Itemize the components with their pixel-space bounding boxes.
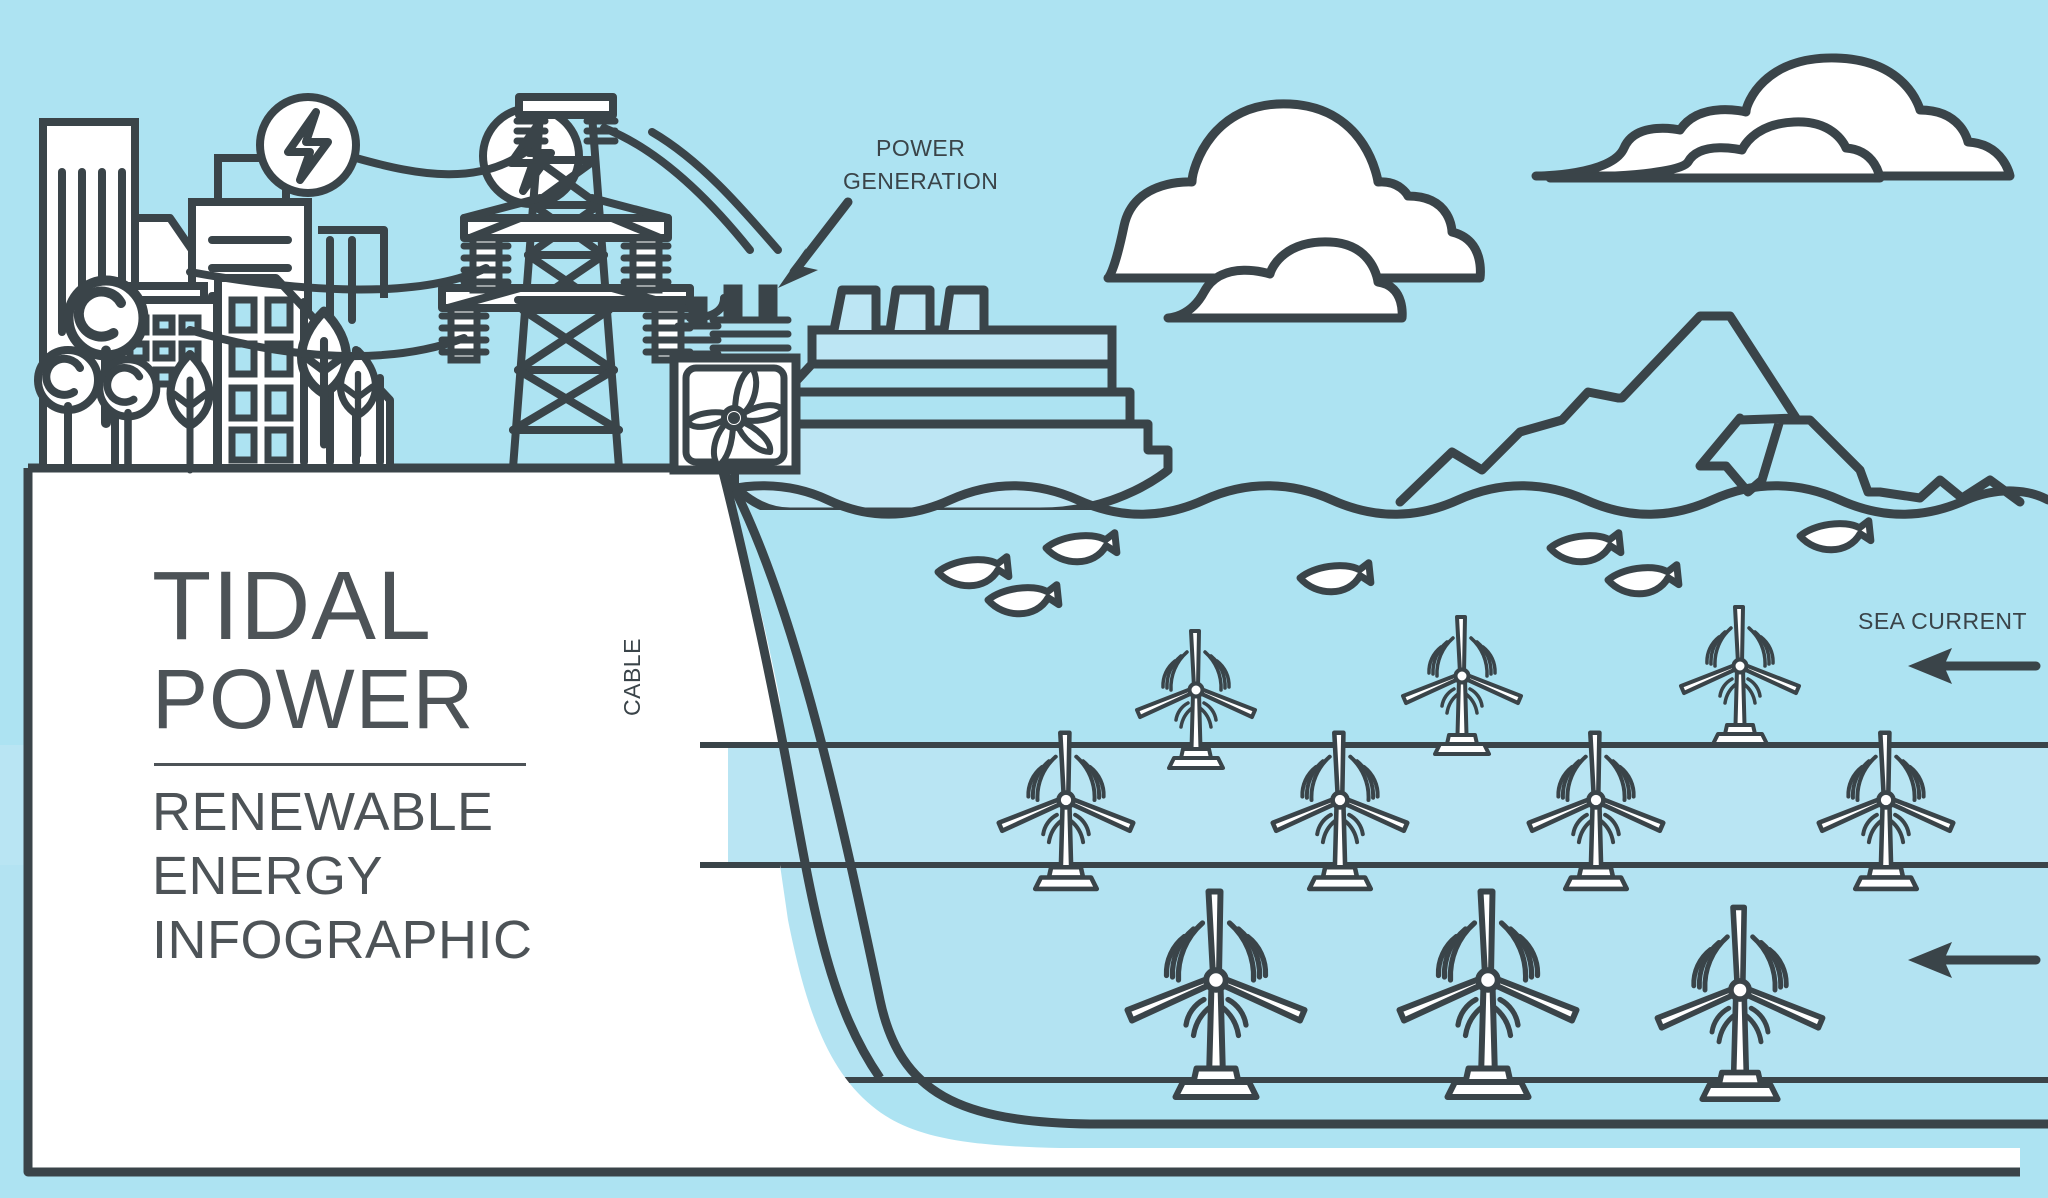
title-divider: [154, 763, 526, 766]
turbine-fan-icon: [684, 365, 786, 469]
title-block: TIDAL POWER RENEWABLE ENERGY INFOGRAPHIC: [152, 551, 582, 972]
cliff-edge: [717, 466, 884, 1081]
subtitle-line-2: ENERGY: [152, 846, 384, 906]
page-title-line2: POWER: [152, 652, 475, 746]
cloud-large-left: [1103, 99, 1485, 283]
subtitle-line-1: RENEWABLE: [152, 782, 494, 842]
sea-current-arrow-upper: [1908, 648, 2041, 684]
water-surface-wave: [695, 481, 2048, 519]
title-card: [28, 468, 728, 1172]
subtitle-line-3: INFOGRAPHIC: [152, 910, 533, 970]
seabed-slope: [730, 487, 2048, 1129]
sea-current-arrow-lower: [1908, 942, 2041, 978]
mountain-range: [1395, 311, 2025, 507]
transformer-station: [669, 284, 801, 488]
panel-border: [23, 468, 2020, 1177]
power-generation-arrow: [778, 197, 853, 288]
lightning-bolt-icon: [284, 108, 332, 184]
pylon-insulators: [438, 117, 694, 364]
cloud-right: [1531, 53, 2015, 181]
cloud-small-front-left: [1163, 237, 1407, 323]
cloud-right-lower: [1545, 117, 1885, 183]
lightning-badge-left: [256, 93, 360, 197]
page-title-line1: TIDAL: [152, 551, 432, 660]
